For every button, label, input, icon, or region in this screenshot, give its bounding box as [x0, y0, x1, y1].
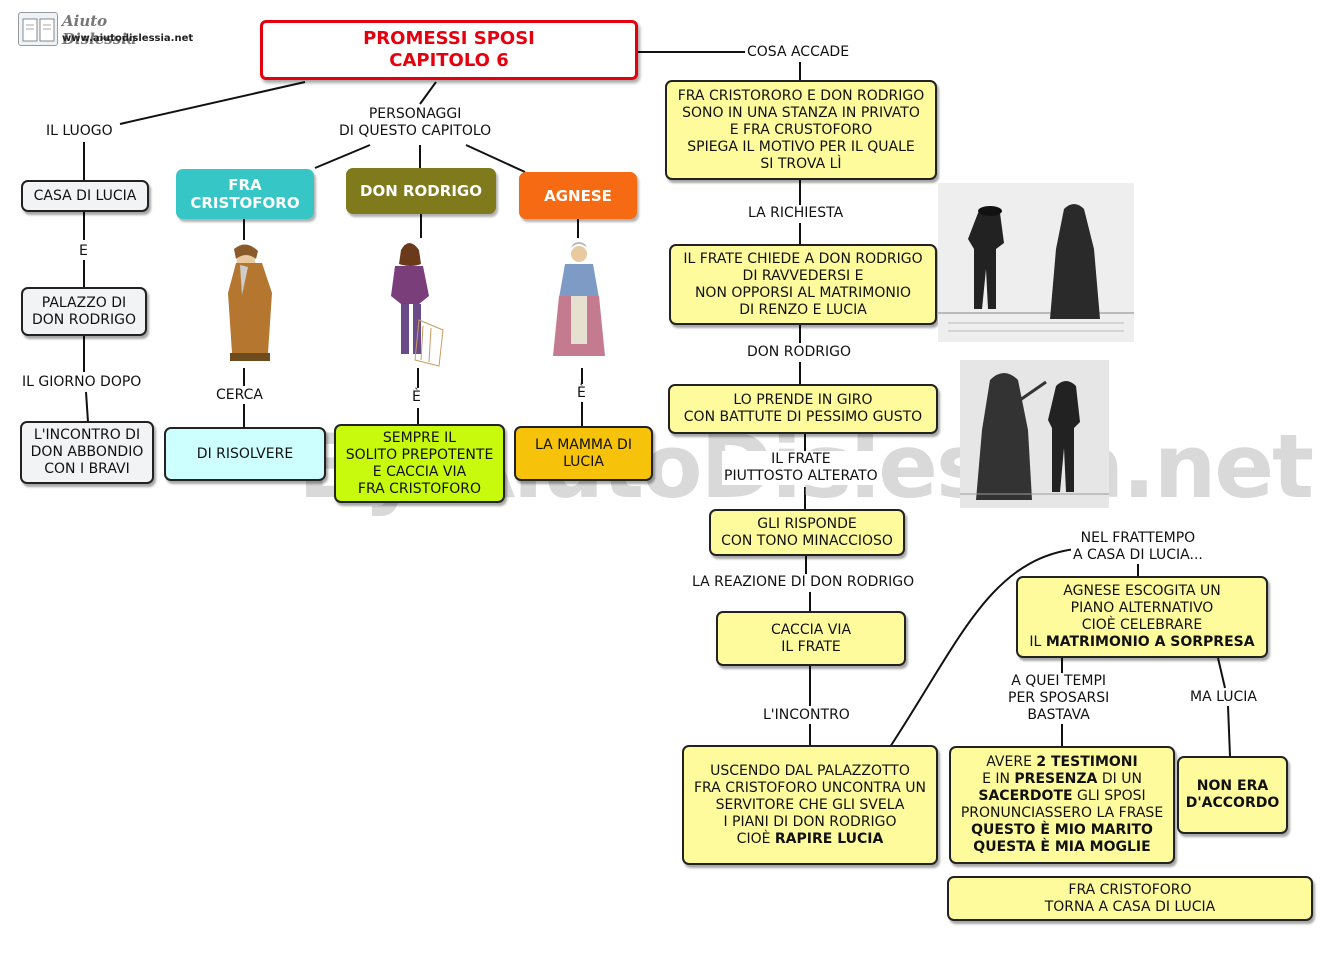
req-testimoni: 2 TESTIMONI	[1036, 754, 1138, 770]
plan-line-1: AGNESE ESCOGITA UN	[1063, 583, 1221, 599]
node-tono-minaccioso[interactable]: GLI RISPONDE CON TONO MINACCIOSO	[709, 509, 905, 556]
ev6-line-3: SERVITORE CHE GLI SVELA	[715, 796, 905, 813]
req-line-2: E IN PRESENZA DI UN	[982, 771, 1142, 788]
node-palazzo[interactable]: PALAZZO DI DON RODRIGO	[21, 287, 147, 336]
req-sacerdote: SACERDOTE	[978, 788, 1073, 804]
node-torna-casa-lucia[interactable]: FRA CRISTOFORO TORNA A CASA DI LUCIA	[947, 876, 1313, 921]
link-label-personaggi: PERSONAGGI DI QUESTO CAPITOLO	[337, 106, 494, 140]
node-frate-chiede[interactable]: IL FRATE CHIEDE A DON RODRIGO DI RAVVEDE…	[669, 244, 937, 325]
req-line-5: QUESTO È MIO MARITO	[971, 822, 1153, 838]
char-agnese[interactable]: AGNESE	[519, 172, 637, 219]
link-label-richiesta: LA RICHIESTA	[746, 205, 846, 222]
plan-line-3: CIOÈ CELEBRARE	[1081, 617, 1203, 633]
book-icon	[18, 12, 58, 46]
node-solito-prepotente[interactable]: SEMPRE IL SOLITO PREPOTENTE E CACCIA VIA…	[334, 424, 505, 503]
node-agnese-piano[interactable]: AGNESE ESCOGITA UN PIANO ALTERNATIVO CIO…	[1016, 576, 1268, 658]
node-stanza-privato[interactable]: FRA CRISTORORO E DON RODRIGO SONO IN UNA…	[665, 80, 937, 180]
plan-il: IL	[1029, 634, 1046, 650]
fra-cristoforo-figure	[228, 244, 272, 361]
req-e-in: E IN	[982, 771, 1015, 787]
plan-line-2: PIANO ALTERNATIVO	[1070, 600, 1214, 616]
link-label-reazione: LA REAZIONE DI DON RODRIGO	[690, 574, 917, 591]
node-non-accordo[interactable]: NON ERA D'ACCORDO	[1177, 756, 1288, 834]
logo-name: Aiuto Dislessia	[62, 12, 137, 48]
link-label-e: E	[77, 243, 90, 260]
link-label-luogo: IL LUOGO	[44, 123, 115, 140]
title-line-2: CAPITOLO 6	[389, 50, 509, 71]
node-di-risolvere[interactable]: DI RISOLVERE	[164, 427, 326, 481]
req-gli-sposi: GLI SPOSI	[1072, 788, 1146, 804]
link-label-cosa-accade: COSA ACCADE	[745, 44, 852, 61]
req-presenza: PRESENZA	[1014, 771, 1098, 787]
link-label-incontro: L'INCONTRO	[761, 707, 852, 724]
link-label-frate-alterato: IL FRATE PIUTTOSTO ALTERATO	[722, 451, 880, 485]
req-avere: AVERE	[986, 754, 1037, 770]
link-label-agnese-e: È	[575, 385, 588, 402]
link-label-frattempo: NEL FRATTEMPO A CASA DI LUCIA...	[1071, 530, 1205, 564]
req-di-un: DI UN	[1097, 771, 1142, 787]
link-label-ma-lucia: MA LUCIA	[1188, 689, 1259, 706]
node-incontro-abbondio[interactable]: L'INCONTRO DI DON ABBONDIO CON I BRAVI	[20, 421, 154, 484]
agnese-figure	[553, 242, 605, 356]
ev6-line-5: CIOÈ RAPIRE LUCIA	[737, 831, 884, 848]
plan-matrimonio-sorpresa: MATRIMONIO A SORPRESA	[1045, 634, 1255, 650]
engraving-fra-rodrigo-talk	[938, 183, 1134, 342]
req-line-3: SACERDOTE GLI SPOSI	[978, 788, 1145, 805]
link-label-quei-tempi: A QUEI TEMPI PER SPOSARSI BASTAVA	[1006, 673, 1112, 724]
req-line-1: AVERE 2 TESTIMONI	[986, 754, 1137, 771]
logo-url: www.aiutodislessia.net	[62, 33, 194, 44]
char-don-rodrigo[interactable]: DON RODRIGO	[346, 168, 496, 214]
link-label-don-rodrigo: DON RODRIGO	[745, 344, 853, 361]
node-caccia-via[interactable]: CACCIA VIA IL FRATE	[716, 611, 906, 666]
req-line-6: QUESTA È MIA MOGLIE	[973, 839, 1151, 855]
plan-line-4: IL MATRIMONIO A SORPRESA	[1029, 634, 1254, 651]
node-prende-in-giro[interactable]: LO PRENDE IN GIRO CON BATTUTE DI PESSIMO…	[668, 384, 938, 434]
ev6-line-2: FRA CRISTOFORO UNCONTRA UN	[693, 779, 927, 796]
ev6-rapire-lucia: RAPIRE LUCIA	[774, 830, 884, 847]
site-logo[interactable]: Aiuto Dislessia www.aiutodislessia.net	[18, 12, 193, 48]
node-mamma-lucia[interactable]: LA MAMMA DI LUCIA	[514, 426, 653, 481]
req-line-4: PRONUNCIASSERO LA FRASE	[960, 805, 1164, 821]
link-label-rodrigo-e: È	[410, 389, 423, 406]
link-label-cerca: CERCA	[214, 387, 266, 404]
engraving-fra-cacciato	[960, 360, 1109, 508]
link-label-giorno-dopo: IL GIORNO DOPO	[20, 374, 144, 391]
node-casa-lucia[interactable]: CASA DI LUCIA	[21, 180, 149, 212]
map-title: PROMESSI SPOSI CAPITOLO 6	[260, 20, 638, 80]
ev6-line-1: USCENDO DAL PALAZZOTTO	[710, 762, 910, 779]
ev6-cioe: CIOÈ	[736, 830, 775, 847]
title-line-1: PROMESSI SPOSI	[363, 28, 535, 49]
ev6-line-4: I PIANI DI DON RODRIGO	[723, 813, 897, 830]
don-rodrigo-figure	[391, 243, 444, 367]
node-uscendo-palazzotto[interactable]: USCENDO DAL PALAZZOTTO FRA CRISTOFORO UN…	[682, 745, 938, 865]
node-requisiti-matrimonio[interactable]: AVERE 2 TESTIMONI E IN PRESENZA DI UN SA…	[949, 746, 1175, 864]
char-fra-cristoforo[interactable]: FRA CRISTOFORO	[176, 169, 314, 219]
